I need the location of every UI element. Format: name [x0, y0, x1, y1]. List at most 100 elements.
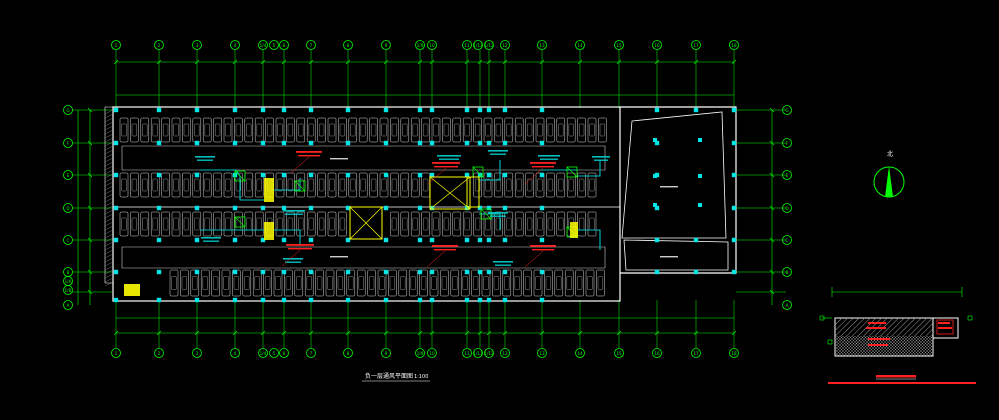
stall-car-shape — [183, 217, 190, 231]
stall-car-shape — [298, 217, 304, 231]
parking-stall — [408, 269, 418, 297]
stall-car-shape — [493, 276, 500, 290]
column — [232, 140, 238, 146]
pump-room-outline — [623, 239, 729, 271]
duct-fitting-cross — [294, 180, 306, 192]
axis-bubble-label: 2 — [158, 43, 161, 48]
parking-stall — [234, 117, 243, 143]
parking-stall — [336, 269, 345, 297]
column — [281, 297, 287, 303]
parking-stall — [348, 117, 358, 143]
parking-stall — [369, 117, 378, 143]
stall-car-shape — [506, 178, 512, 192]
parking-stall — [130, 211, 139, 237]
axis-bubble-left — [63, 170, 73, 180]
stall-car-shape — [225, 123, 231, 137]
stall-car-shape — [597, 276, 604, 290]
stall-car-shape — [327, 276, 333, 290]
parking-stall — [119, 172, 129, 198]
parking-stall — [544, 269, 553, 297]
axis-bubble-left — [63, 105, 73, 115]
stall-car-shape — [173, 123, 179, 137]
cyan-annotation — [285, 261, 301, 263]
axis-bubble-label: C — [67, 238, 70, 243]
stall-car-shape — [173, 178, 179, 192]
column — [417, 140, 423, 146]
hatch-line — [104, 205, 114, 211]
axis-bubble — [415, 348, 425, 358]
column — [429, 140, 435, 146]
equipment-marker — [653, 203, 657, 207]
room-label — [660, 186, 678, 188]
hatch-line — [104, 217, 114, 223]
column — [345, 172, 351, 178]
stall-car-shape — [298, 123, 304, 137]
column — [194, 107, 200, 113]
parking-stall — [150, 117, 160, 143]
column — [502, 237, 508, 243]
stall-car-shape — [358, 276, 364, 290]
stall-car-shape — [265, 276, 271, 290]
axis-bubble-label: D — [785, 206, 788, 211]
cyan-annotation — [488, 212, 508, 214]
duct-fitting — [480, 208, 492, 220]
axis-bubble — [614, 40, 624, 50]
stall-car-shape — [516, 217, 522, 231]
stall-car-shape — [287, 178, 294, 192]
axis-bubble-label: A — [786, 303, 789, 308]
parking-stall — [317, 172, 326, 198]
drawing-scale: 1:100 — [414, 374, 428, 380]
parking-stall — [202, 211, 212, 237]
red-leader — [524, 250, 544, 268]
parking-stall — [182, 117, 191, 143]
stall-car-shape — [319, 178, 325, 192]
wall-hatching — [104, 109, 114, 287]
hatch-line — [104, 221, 114, 227]
axis-bubble — [269, 348, 279, 358]
column — [417, 107, 423, 113]
axis-bubble-right — [782, 267, 792, 277]
parking-stall — [213, 117, 222, 143]
axis-bubble-label: 1/12 — [484, 351, 494, 356]
stall-car-shape — [254, 276, 260, 290]
parking-stall — [410, 117, 420, 143]
building-outline — [104, 106, 737, 302]
stall-car-shape — [142, 217, 148, 231]
stall-car-shape — [412, 123, 418, 137]
north-drive-aisle — [121, 145, 606, 171]
parking-stall — [523, 269, 532, 297]
parking-stall — [577, 172, 586, 198]
parking-stall — [119, 211, 129, 237]
column — [194, 269, 200, 275]
axis-bubble — [381, 348, 391, 358]
hatch-line — [104, 225, 114, 231]
stall-car-shape — [577, 276, 583, 290]
column — [731, 140, 737, 146]
column — [345, 269, 351, 275]
axis-bubble-label: 12 — [502, 351, 508, 356]
axis-bubble — [500, 348, 510, 358]
parking-stall — [554, 269, 564, 297]
stall-car-shape — [183, 123, 190, 137]
hatch-line — [104, 273, 114, 279]
annotation-labels — [195, 138, 702, 268]
parking-stall — [244, 117, 254, 143]
axis-bubble-label: 8 — [347, 43, 350, 48]
column — [502, 205, 508, 211]
column — [113, 140, 119, 146]
parking-stall — [327, 117, 337, 143]
axis-bubble-label: 1/11 — [473, 43, 483, 48]
parking-stall — [161, 172, 170, 198]
north-arrow: 北 — [873, 150, 905, 198]
parking-stall — [150, 211, 160, 237]
axis-bubble-label: 4 — [234, 351, 237, 356]
red-annotation — [432, 162, 460, 164]
parking-stall — [471, 269, 480, 297]
stall-car-shape — [547, 123, 554, 137]
axis-bubble-label: 10 — [429, 351, 435, 356]
cyan-annotation — [439, 158, 459, 160]
column — [464, 140, 470, 146]
hatch-line — [104, 265, 114, 271]
parking-stall — [252, 269, 262, 297]
axis-bubble — [575, 40, 585, 50]
